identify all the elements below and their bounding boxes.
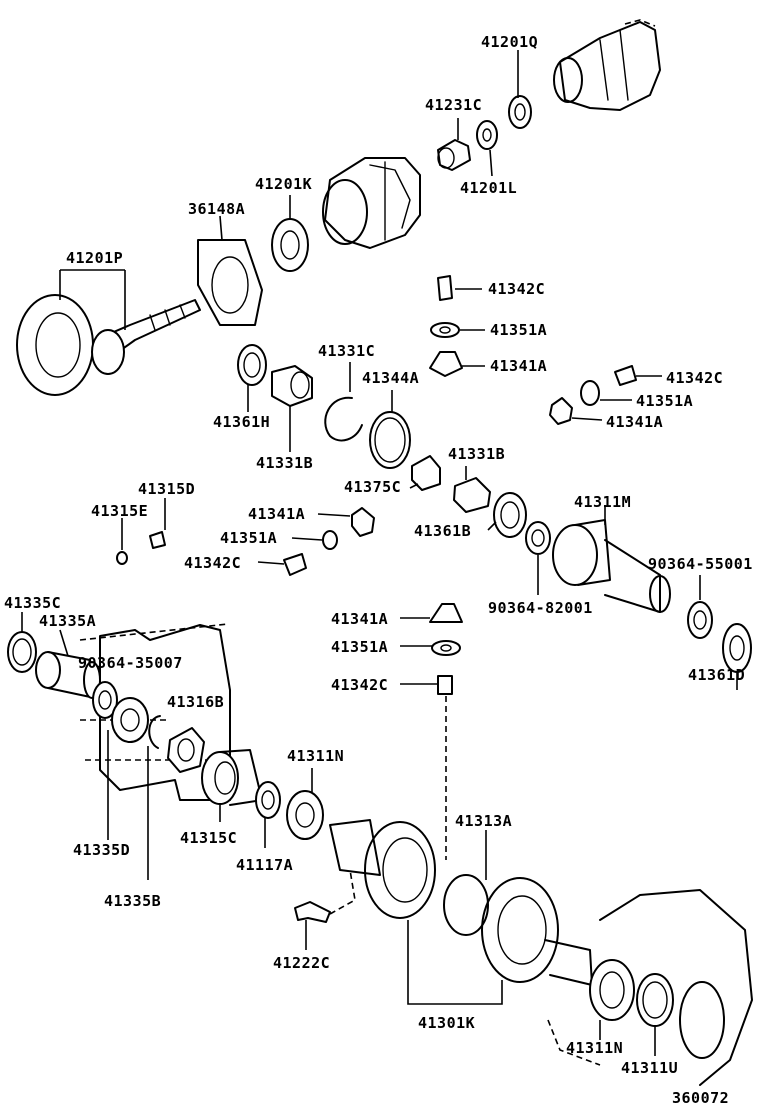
washer-90364-82001-drawing: [525, 521, 551, 595]
main-housing-drawing: [547, 889, 753, 1086]
part-label: 41351A: [490, 321, 548, 339]
part-label: 41315D: [138, 480, 196, 498]
part-label: 41341A: [248, 505, 306, 523]
part-label: 41201P: [66, 249, 124, 267]
bearing-41201q-drawing: [508, 50, 532, 129]
part-label: 41222C: [273, 954, 331, 972]
part-label: 41351A: [331, 638, 389, 656]
part-label: 41313A: [455, 812, 513, 830]
ring-41335c-drawing: [7, 612, 37, 673]
pinion-set-middle-drawing: [257, 507, 375, 576]
part-label: 41341A: [606, 413, 664, 431]
sleeve-41375c-drawing: [409, 455, 441, 491]
part-label: 41342C: [488, 280, 546, 298]
washer-41361b-drawing: [487, 492, 527, 538]
part-label: 41315E: [91, 502, 149, 520]
part-label: 41335B: [104, 892, 162, 910]
washer-41117a-drawing: [255, 781, 281, 848]
ring-41344a-drawing: [369, 390, 411, 469]
ring-41311u-drawing: [636, 973, 674, 1056]
sleeve-41315c-drawing: [201, 749, 263, 822]
bearing-41201l-drawing: [476, 120, 498, 177]
part-label: 41201L: [460, 179, 518, 197]
washer-90364-55001-drawing: [687, 575, 713, 639]
part-label: 41351A: [220, 529, 278, 547]
output-flange-41311m-drawing: [552, 505, 671, 613]
part-label: 90364-82001: [488, 599, 593, 617]
part-label: 41331C: [318, 342, 376, 360]
part-label: 41331B: [448, 445, 506, 463]
bolt-41315d-drawing: [149, 498, 166, 549]
part-label: 41311N: [566, 1039, 624, 1057]
part-label: 41344A: [362, 369, 420, 387]
part-label: 41335C: [4, 594, 62, 612]
bolt-41222c-drawing: [294, 869, 356, 950]
part-label: 90364-55001: [648, 555, 753, 573]
part-label: 41341A: [331, 610, 389, 628]
part-label: 41342C: [184, 554, 242, 572]
gear-41341a-top-drawing: [429, 351, 485, 377]
side-gear-41331b-left-drawing: [271, 365, 313, 452]
part-label: 41201K: [255, 175, 313, 193]
snap-ring-41331c-drawing: [324, 362, 363, 442]
part-label: 41341A: [490, 357, 548, 375]
bearing-90364-35007-drawing: [92, 670, 118, 719]
snap-ring-41335b-drawing: [147, 715, 161, 880]
washer-41351a-top-drawing: [430, 322, 485, 338]
part-label: 41335A: [39, 612, 97, 630]
o-ring-41313a-drawing: [443, 830, 489, 936]
part-label: 41315C: [180, 829, 238, 847]
part-label: 41301K: [418, 1014, 476, 1032]
washer-41361h-drawing: [237, 344, 267, 412]
part-label: 41311M: [574, 493, 632, 511]
part-label: 41311N: [287, 747, 345, 765]
pinion-set-lower-drawing: [400, 603, 463, 860]
flange-41361d-drawing: [722, 623, 752, 690]
part-label: 41361B: [414, 522, 472, 540]
pinion-set-right-drawing: [549, 365, 662, 425]
part-label: 36148A: [188, 200, 246, 218]
part-label: 41335D: [73, 841, 131, 859]
pin-41342c-top-drawing: [437, 275, 482, 301]
bearing-41311n-lower-drawing: [589, 959, 635, 1040]
part-label: 41342C: [331, 676, 389, 694]
gasket-36148a-drawing: [197, 215, 263, 326]
plate-41316b-drawing: [167, 714, 231, 773]
bearing-41311n-upper-drawing: [286, 768, 324, 840]
part-label: 41117A: [236, 856, 294, 874]
part-label: 41351A: [636, 392, 694, 410]
part-label: 41201Q: [481, 33, 539, 51]
rear-housing-drawing: [553, 19, 661, 111]
ring-41315e-drawing: [116, 518, 128, 565]
bearing-41201k-drawing: [271, 195, 309, 272]
part-label: 41311U: [621, 1059, 679, 1077]
sleeve-41231c-drawing: [437, 118, 471, 171]
part-label: 41375C: [344, 478, 402, 496]
bearing-41335d-drawing: [107, 697, 149, 840]
part-label: 41361D: [688, 666, 746, 684]
diff-case-41301k-drawing: [329, 819, 593, 1005]
side-gear-41331b-right-drawing: [453, 466, 491, 513]
part-label: 41361H: [213, 413, 271, 431]
part-label: 41331B: [256, 454, 314, 472]
part-label: 90364-35007: [78, 654, 183, 672]
part-label: 41316B: [167, 693, 225, 711]
case-41201k-drawing: [322, 157, 421, 249]
figure-number: 360072: [672, 1089, 730, 1107]
ring-gear-41201p-drawing: [16, 269, 201, 396]
part-label: 41231C: [425, 96, 483, 114]
part-label: 41342C: [666, 369, 724, 387]
